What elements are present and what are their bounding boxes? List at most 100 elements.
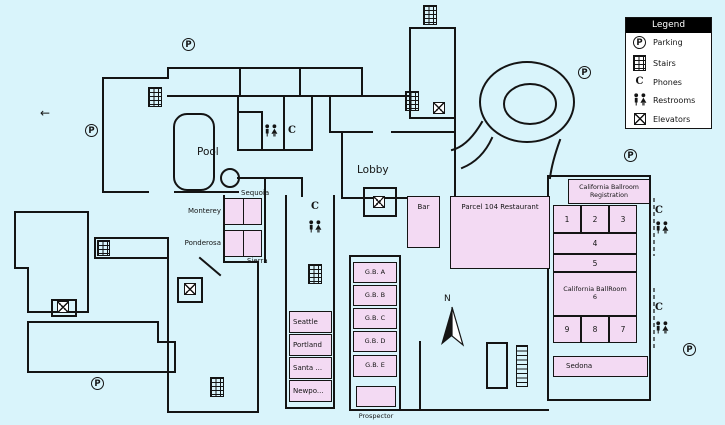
phone-icon: C: [311, 201, 319, 212]
legend-item-parking: P Parking: [626, 33, 711, 52]
stairs-icon: [148, 87, 162, 107]
north-label: N: [444, 294, 451, 304]
room-registration: California Ballroom Registration: [568, 179, 650, 204]
wall: [237, 95, 313, 151]
legend-label: Phones: [653, 77, 682, 87]
legend-item-stairs: Stairs: [626, 52, 711, 74]
registration-line1: California Ballroom: [579, 183, 639, 191]
lobby-label: Lobby: [357, 164, 389, 176]
pool-label: Pool: [197, 146, 219, 158]
elevator-icon: [57, 301, 69, 313]
room-bar: Bar: [407, 196, 440, 248]
room-sedona: Sedona: [553, 356, 648, 377]
stairs-icon: [633, 55, 646, 71]
parking-icon: P: [85, 124, 98, 137]
circular-drive: [479, 61, 575, 143]
parking-icon: P: [633, 36, 646, 49]
restrooms-icon: [631, 93, 648, 107]
room-gb-c: G.B. C: [353, 308, 397, 329]
wall: [167, 257, 259, 413]
stairs-icon: [423, 5, 437, 25]
legend-item-phones: C Phones: [626, 74, 711, 90]
stairs-icon: [308, 264, 322, 284]
north-arrow-icon: [441, 306, 465, 347]
legend-item-elevators: Elevators: [626, 110, 711, 128]
sierra-label: Sierra: [247, 257, 268, 265]
ballroom-cell-2: 2: [581, 205, 609, 233]
restrooms-icon: [654, 220, 670, 234]
parking-icon: P: [624, 149, 637, 162]
room-santa: Santa ...: [289, 357, 332, 379]
parking-icon: P: [182, 38, 195, 51]
wall: [51, 299, 77, 317]
phone-icon: C: [655, 302, 663, 313]
room-newport: Newpo...: [289, 380, 332, 402]
wall: [177, 277, 203, 303]
legend-title: Legend: [626, 18, 711, 33]
elevator-icon: [184, 283, 196, 295]
wall: [349, 255, 549, 411]
pool-outline: [173, 113, 240, 191]
registration-line2: Registration: [590, 191, 628, 199]
room-restaurant: Parcel 104 Restaurant: [450, 196, 550, 269]
legend-item-restrooms: Restrooms: [626, 90, 711, 110]
room-pair-ponderosa-sierra: [224, 230, 262, 257]
ponderosa-label: Ponderosa: [184, 239, 221, 247]
elevator-icon: [433, 102, 445, 114]
ballroom-cell-3: 3: [609, 205, 637, 233]
wall: [547, 175, 651, 401]
legend-label: Stairs: [653, 58, 676, 68]
prospector-label: Prospector: [358, 412, 394, 420]
wall: [223, 177, 303, 263]
monterey-label: Monterey: [188, 207, 221, 215]
parking-icon: P: [91, 377, 104, 390]
ballroom-cell-4: 4: [553, 233, 637, 254]
room-portland: Portland: [289, 334, 332, 356]
restrooms-icon: [654, 320, 670, 334]
wall: [239, 67, 301, 97]
room-seattle: Seattle: [289, 311, 332, 333]
wall: [486, 342, 508, 389]
restrooms-icon: [263, 123, 279, 137]
ballroom-cell-8: 8: [581, 316, 609, 343]
elevator-icon: [373, 196, 385, 208]
room-gb-b: G.B. B: [353, 285, 397, 306]
ballroom-cell-9: 9: [553, 316, 581, 343]
stairs-icon: [405, 91, 419, 111]
legend-label: Parking: [653, 38, 683, 47]
restrooms-icon: [307, 219, 323, 233]
ballroom-cell-6: California BallRoom 6: [553, 272, 637, 316]
room-gb-e: G.B. E: [353, 355, 397, 377]
room-pair-monterey-sequoia: [224, 198, 262, 225]
ballroom-cell-7: 7: [609, 316, 637, 343]
legend-panel: Legend P Parking Stairs C Phones Restroo…: [625, 17, 712, 129]
ladder-stairs-icon: [516, 345, 528, 387]
wall: [102, 67, 363, 193]
wall: [329, 95, 456, 199]
wall: [27, 321, 176, 373]
wall: [198, 256, 222, 277]
ballroom-number: 6: [592, 293, 598, 301]
ballroom-name: California BallRoom: [563, 285, 627, 294]
phone-icon: C: [635, 76, 644, 87]
room-gb-a: G.B. A: [353, 262, 397, 283]
legend-label: Restrooms: [653, 95, 696, 105]
parking-icon: P: [578, 66, 591, 79]
legend-label: Elevators: [653, 114, 691, 124]
sequoia-label: Sequoia: [241, 189, 270, 197]
room-prospector-box: [356, 386, 396, 407]
phone-icon: C: [288, 125, 296, 136]
room-gb-d: G.B. D: [353, 331, 397, 352]
driveway: [450, 120, 562, 180]
elevator-icon: [633, 113, 646, 125]
west-arrow-icon: ←: [40, 106, 51, 120]
wall: [361, 27, 456, 119]
stairs-icon: [210, 377, 224, 397]
wall: [363, 187, 397, 217]
phone-icon: C: [655, 205, 663, 216]
wall: [285, 195, 335, 409]
wall: [14, 211, 89, 313]
stairs-icon: [97, 240, 110, 256]
